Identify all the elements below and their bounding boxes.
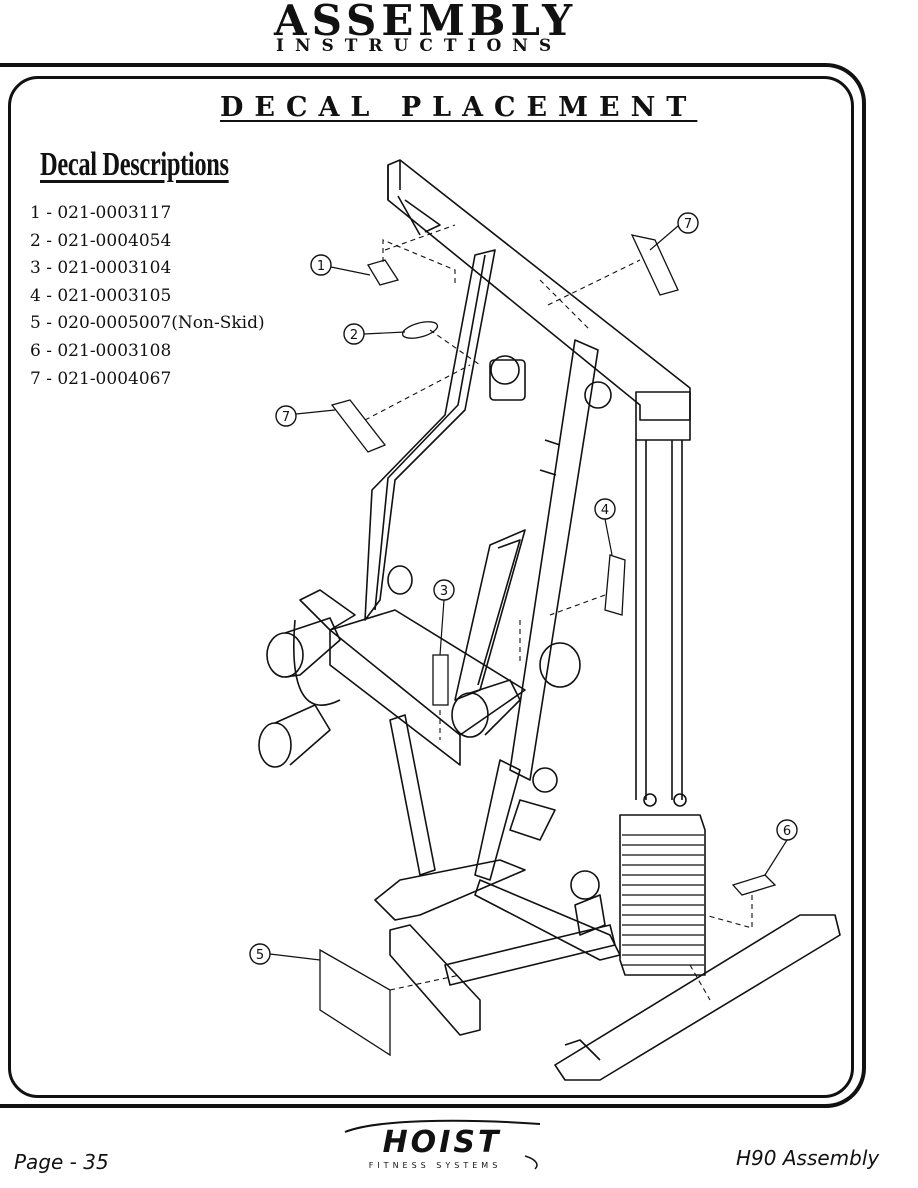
decal-item: 6 - 021-0003108 bbox=[30, 340, 172, 361]
decal-item: 3 - 021-0003104 bbox=[30, 258, 172, 279]
decal-descriptions-heading: Decal Descriptions bbox=[40, 146, 229, 183]
callout-label: 7 bbox=[684, 217, 692, 232]
callout-label: 1 bbox=[317, 259, 325, 274]
decal-6-shape bbox=[731, 874, 777, 896]
leg-roller bbox=[258, 722, 292, 768]
weight-stack bbox=[619, 814, 706, 976]
decal-item: 7 - 021-0004067 bbox=[30, 368, 172, 389]
decal-1-shape bbox=[367, 259, 400, 286]
rear-foot bbox=[389, 924, 481, 1036]
decal-3-shape bbox=[432, 654, 449, 706]
decal-5-shape bbox=[319, 948, 391, 1057]
seat-back bbox=[454, 529, 526, 701]
callout-label: 4 bbox=[601, 503, 609, 518]
callout-label: 2 bbox=[350, 328, 358, 343]
decal-7-left-shape bbox=[330, 399, 387, 453]
callout-7-left bbox=[275, 405, 297, 427]
decal-list: 1 - 021-0003117 2 - 021-0004054 3 - 021-… bbox=[30, 200, 265, 393]
callout-label: 6 bbox=[783, 824, 791, 839]
callout-7-right bbox=[677, 212, 699, 234]
brand-name: HOIST bbox=[383, 1125, 502, 1160]
decal-item: 2 - 021-0004054 bbox=[30, 230, 172, 251]
header-subtitle: INSTRUCTIONS bbox=[276, 36, 563, 56]
base-front bbox=[374, 859, 526, 921]
pulley bbox=[532, 767, 558, 793]
header-title: ASSEMBLY bbox=[274, 0, 578, 45]
pulley bbox=[490, 355, 520, 385]
inner-frame bbox=[8, 76, 854, 1098]
pulley bbox=[570, 870, 600, 900]
seat-pad bbox=[329, 609, 526, 736]
decal-item: 4 - 021-0003105 bbox=[30, 285, 172, 306]
decal-2-shape bbox=[401, 321, 439, 339]
callout-label: 7 bbox=[282, 410, 290, 425]
decal-item: 5 - 020-0005007(Non-Skid) bbox=[30, 313, 265, 334]
leg-roller bbox=[266, 632, 304, 678]
decal-4-shape bbox=[604, 554, 626, 616]
decal-7-right-shape bbox=[630, 234, 679, 296]
pulley bbox=[584, 381, 612, 409]
leg-roller bbox=[451, 692, 489, 738]
model-name: H90 Assembly bbox=[736, 1146, 880, 1170]
decal-item: 1 - 021-0003117 bbox=[30, 203, 172, 223]
callout-label: 3 bbox=[440, 584, 448, 599]
base-rail bbox=[554, 914, 841, 1081]
press-arm-frame bbox=[364, 249, 496, 621]
hoist-logo: HOIST FITNESS SYSTEMS bbox=[344, 1119, 541, 1170]
base-crossbar bbox=[444, 924, 616, 986]
callout-label: 5 bbox=[256, 948, 264, 963]
outer-frame bbox=[0, 63, 866, 1108]
gym-machine-diagram: 1 2 7 7 4 3 5 6 bbox=[249, 159, 841, 1081]
brand-tagline: FITNESS SYSTEMS bbox=[369, 1161, 502, 1170]
page-number: Page - 35 bbox=[14, 1150, 109, 1174]
top-boom-arm bbox=[387, 159, 691, 421]
callout-1 bbox=[310, 254, 332, 276]
section-title: DECAL PLACEMENT bbox=[220, 92, 698, 123]
main-upright bbox=[509, 339, 599, 781]
tower-top-cap bbox=[635, 391, 691, 441]
